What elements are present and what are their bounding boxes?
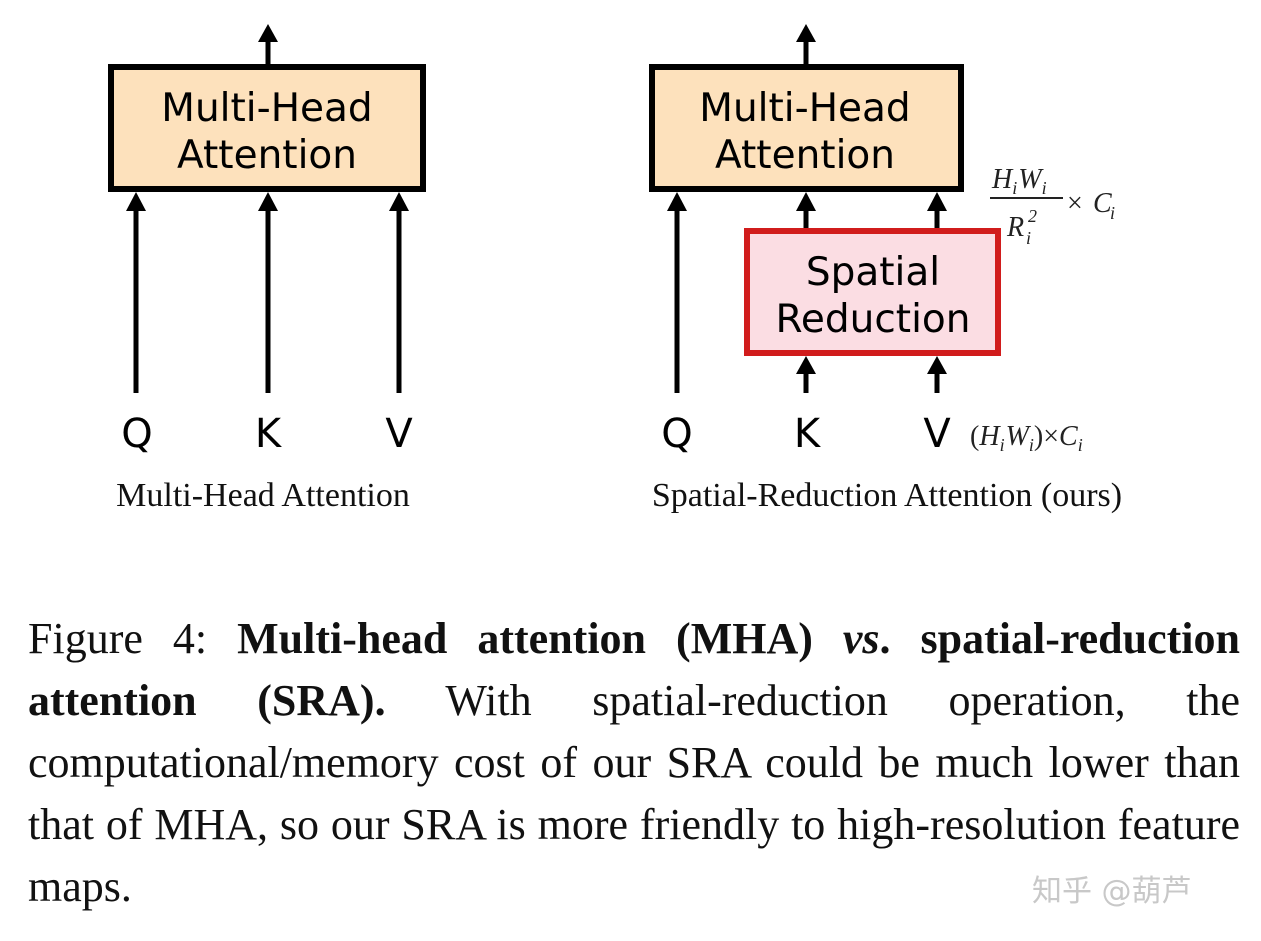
mha-k-arrowhead xyxy=(258,192,278,211)
mha-output-arrowhead xyxy=(258,24,278,42)
sra-input-q: Q xyxy=(661,411,692,457)
spatial-reduction-label-line2: Reduction xyxy=(776,297,971,342)
mha-block: Multi-Head Attention Q K V Multi-Head At… xyxy=(108,24,426,514)
sra-attention-label-line2: Attention xyxy=(715,133,895,178)
caption-title-part2: . spatial-reduction attention (SRA). xyxy=(28,614,1240,725)
sra-q-arrowhead xyxy=(667,192,687,211)
mha-box xyxy=(108,64,426,192)
mha-q-arrowhead xyxy=(126,192,146,211)
mha-subcaption: Multi-Head Attention xyxy=(116,477,410,514)
sra-v-reduced-arrowhead xyxy=(927,192,947,211)
sra-attention-label-line1: Multi-Head xyxy=(699,86,910,131)
mha-box-label-line1: Multi-Head xyxy=(161,86,372,131)
caption-body: With spatial-reduction operation, the co… xyxy=(28,676,1240,911)
caption-title-part1: Multi-head attention (MHA) xyxy=(237,614,843,663)
mha-input-v: V xyxy=(385,411,413,457)
spatial-reduction-box xyxy=(744,228,1001,356)
mha-input-k: K xyxy=(255,411,283,457)
sra-input-v: V xyxy=(923,411,951,457)
figure-caption: Figure 4: Multi-head attention (MHA) vs.… xyxy=(28,608,1240,918)
mha-v-arrowhead xyxy=(389,192,409,211)
reduced-dimension-formula: HiWi R 2 i × C i xyxy=(990,164,1115,248)
mha-input-q: Q xyxy=(121,411,152,457)
svg-text:(HiWi)×Ci: (HiWi)×Ci xyxy=(970,421,1083,455)
sra-attention-box xyxy=(649,64,964,192)
sra-k-reduced-arrowhead xyxy=(796,192,816,211)
input-dimension-formula: (HiWi)×Ci xyxy=(970,421,1083,455)
sra-input-k: K xyxy=(794,411,822,457)
svg-text:i: i xyxy=(1026,228,1031,248)
sra-v-arrowhead xyxy=(927,356,947,374)
svg-text:×: × xyxy=(1067,188,1083,219)
watermark: 知乎 @葫芦 xyxy=(1032,874,1192,909)
sra-k-arrowhead xyxy=(796,356,816,374)
svg-text:i: i xyxy=(1110,203,1115,223)
svg-text:R: R xyxy=(1006,212,1024,243)
sra-subcaption: Spatial-Reduction Attention (ours) xyxy=(652,477,1122,514)
svg-text:2: 2 xyxy=(1028,206,1037,226)
sra-output-arrowhead xyxy=(796,24,816,42)
mha-box-label-line2: Attention xyxy=(177,133,357,178)
sra-block: Multi-Head Attention Spatial Reduction Q… xyxy=(649,24,1122,514)
svg-text:HiWi: HiWi xyxy=(991,164,1047,198)
spatial-reduction-label-line1: Spatial xyxy=(806,250,940,295)
caption-title-vs: vs xyxy=(842,614,880,663)
svg-text:C: C xyxy=(1093,188,1112,219)
caption-prefix: Figure 4: xyxy=(28,614,238,663)
